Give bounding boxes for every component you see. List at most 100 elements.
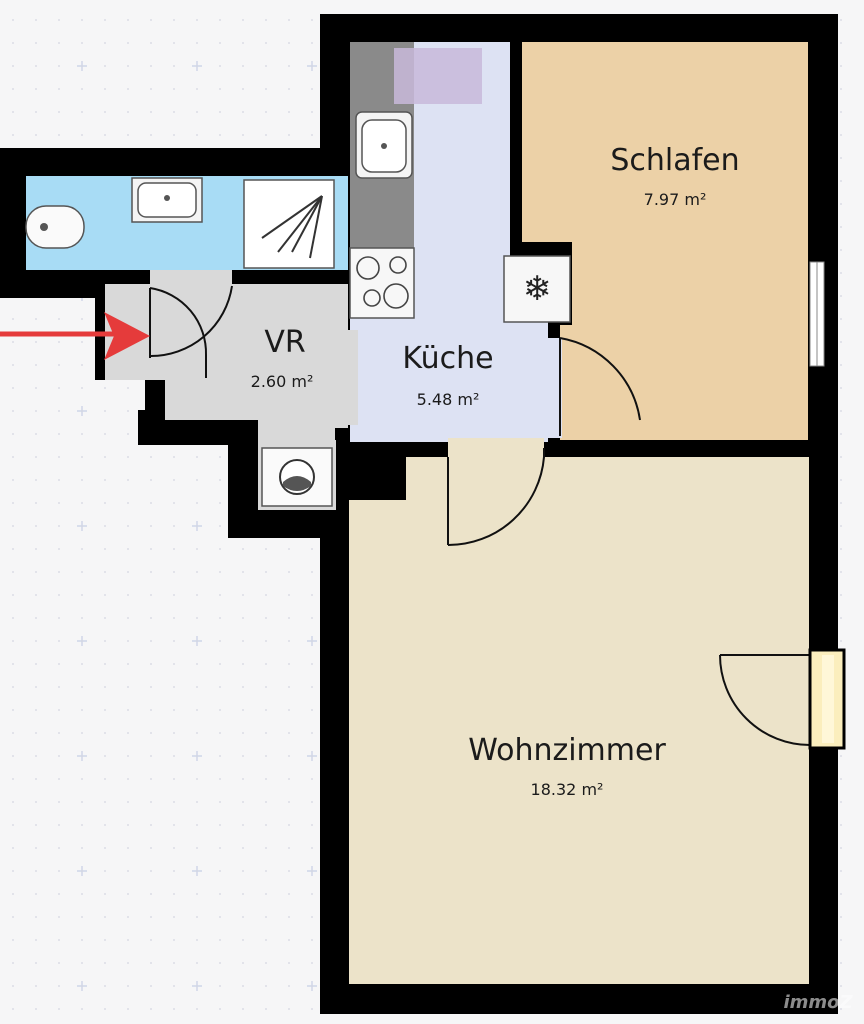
grid-dot xyxy=(81,709,83,711)
grid-dot xyxy=(150,755,152,757)
grid-dot xyxy=(288,824,290,826)
room-vorraum xyxy=(105,284,348,445)
grid-dot xyxy=(288,916,290,918)
grid-dot xyxy=(265,663,267,665)
grid-dot xyxy=(219,985,221,987)
grid-dot xyxy=(35,870,37,872)
grid-dot xyxy=(311,42,313,44)
grid-dot xyxy=(840,387,842,389)
grid-dot xyxy=(173,686,175,688)
grid-dot xyxy=(173,594,175,596)
grid-dot xyxy=(840,134,842,136)
grid-dot xyxy=(58,617,60,619)
grid-dot xyxy=(311,594,313,596)
grid-dot xyxy=(150,939,152,941)
grid-dot xyxy=(81,617,83,619)
grid-dot xyxy=(196,502,198,504)
grid-dot xyxy=(196,778,198,780)
grid-dot xyxy=(288,134,290,136)
wall-kueche-schlafen xyxy=(510,42,522,252)
grid-dot xyxy=(58,410,60,412)
room-name-wohnzimmer: Wohnzimmer xyxy=(468,733,666,768)
grid-dot xyxy=(242,939,244,941)
grid-dot xyxy=(840,479,842,481)
grid-dot xyxy=(58,456,60,458)
grid-dot xyxy=(219,456,221,458)
kitchen-cabinet-highlight xyxy=(394,48,482,104)
grid-dot xyxy=(840,939,842,941)
grid-dot xyxy=(150,134,152,136)
grid-dot xyxy=(127,870,129,872)
grid-dot xyxy=(127,502,129,504)
grid-dot xyxy=(173,19,175,21)
grid-dot xyxy=(150,732,152,734)
grid-dot xyxy=(104,65,106,67)
grid-dot xyxy=(150,1008,152,1010)
grid-dot xyxy=(173,847,175,849)
grid-dot xyxy=(12,410,14,412)
wall-pier xyxy=(348,442,406,500)
grid-dot xyxy=(127,663,129,665)
grid-dot xyxy=(242,870,244,872)
grid-dot xyxy=(311,732,313,734)
grid-dot xyxy=(288,939,290,941)
grid-dot xyxy=(150,801,152,803)
grid-dot xyxy=(104,985,106,987)
grid-dot xyxy=(35,801,37,803)
kitchen-sink-icon xyxy=(355,111,413,179)
grid-dot xyxy=(35,916,37,918)
grid-dot xyxy=(58,594,60,596)
grid-dot xyxy=(173,134,175,136)
grid-dot xyxy=(173,755,175,757)
grid-dot xyxy=(311,709,313,711)
grid-dot xyxy=(150,502,152,504)
grid-dot xyxy=(311,571,313,573)
grid-dot xyxy=(35,19,37,21)
grid-dot xyxy=(173,617,175,619)
grid-dot xyxy=(196,617,198,619)
grid-dot xyxy=(35,364,37,366)
grid-dot xyxy=(242,916,244,918)
grid-dot xyxy=(150,571,152,573)
grid-dot xyxy=(81,341,83,343)
grid-dot xyxy=(104,847,106,849)
grid-dot xyxy=(104,42,106,44)
grid-dot xyxy=(311,19,313,21)
grid-dot xyxy=(242,594,244,596)
washbasin-icon xyxy=(131,177,203,223)
grid-dot xyxy=(288,640,290,642)
grid-dot xyxy=(12,962,14,964)
grid-dot xyxy=(196,525,198,527)
grid-dot xyxy=(311,134,313,136)
svg-text:❄: ❄ xyxy=(523,269,552,309)
grid-dot xyxy=(219,111,221,113)
grid-dot xyxy=(104,640,106,642)
grid-dot xyxy=(12,824,14,826)
grid-dot xyxy=(288,19,290,21)
room-wohnzimmer xyxy=(349,457,809,984)
grid-dot xyxy=(127,19,129,21)
grid-dot xyxy=(127,410,129,412)
grid-dot xyxy=(196,985,198,987)
grid-dot xyxy=(265,732,267,734)
grid-dot xyxy=(219,571,221,573)
cooktop-icon xyxy=(349,247,415,319)
grid-dot xyxy=(35,111,37,113)
grid-dot xyxy=(288,870,290,872)
room-area-kueche: 5.48 m² xyxy=(417,390,480,409)
grid-dot xyxy=(127,134,129,136)
grid-dot xyxy=(288,111,290,113)
grid-dot xyxy=(311,88,313,90)
grid-dot xyxy=(81,893,83,895)
grid-dot xyxy=(840,985,842,987)
grid-dot xyxy=(104,525,106,527)
grid-dot xyxy=(12,479,14,481)
grid-dot xyxy=(104,134,106,136)
grid-dot xyxy=(242,42,244,44)
grid-dot xyxy=(150,870,152,872)
grid-dot xyxy=(840,847,842,849)
grid-dot xyxy=(58,134,60,136)
grid-dot xyxy=(35,571,37,573)
grid-dot xyxy=(58,962,60,964)
grid-dot xyxy=(127,65,129,67)
